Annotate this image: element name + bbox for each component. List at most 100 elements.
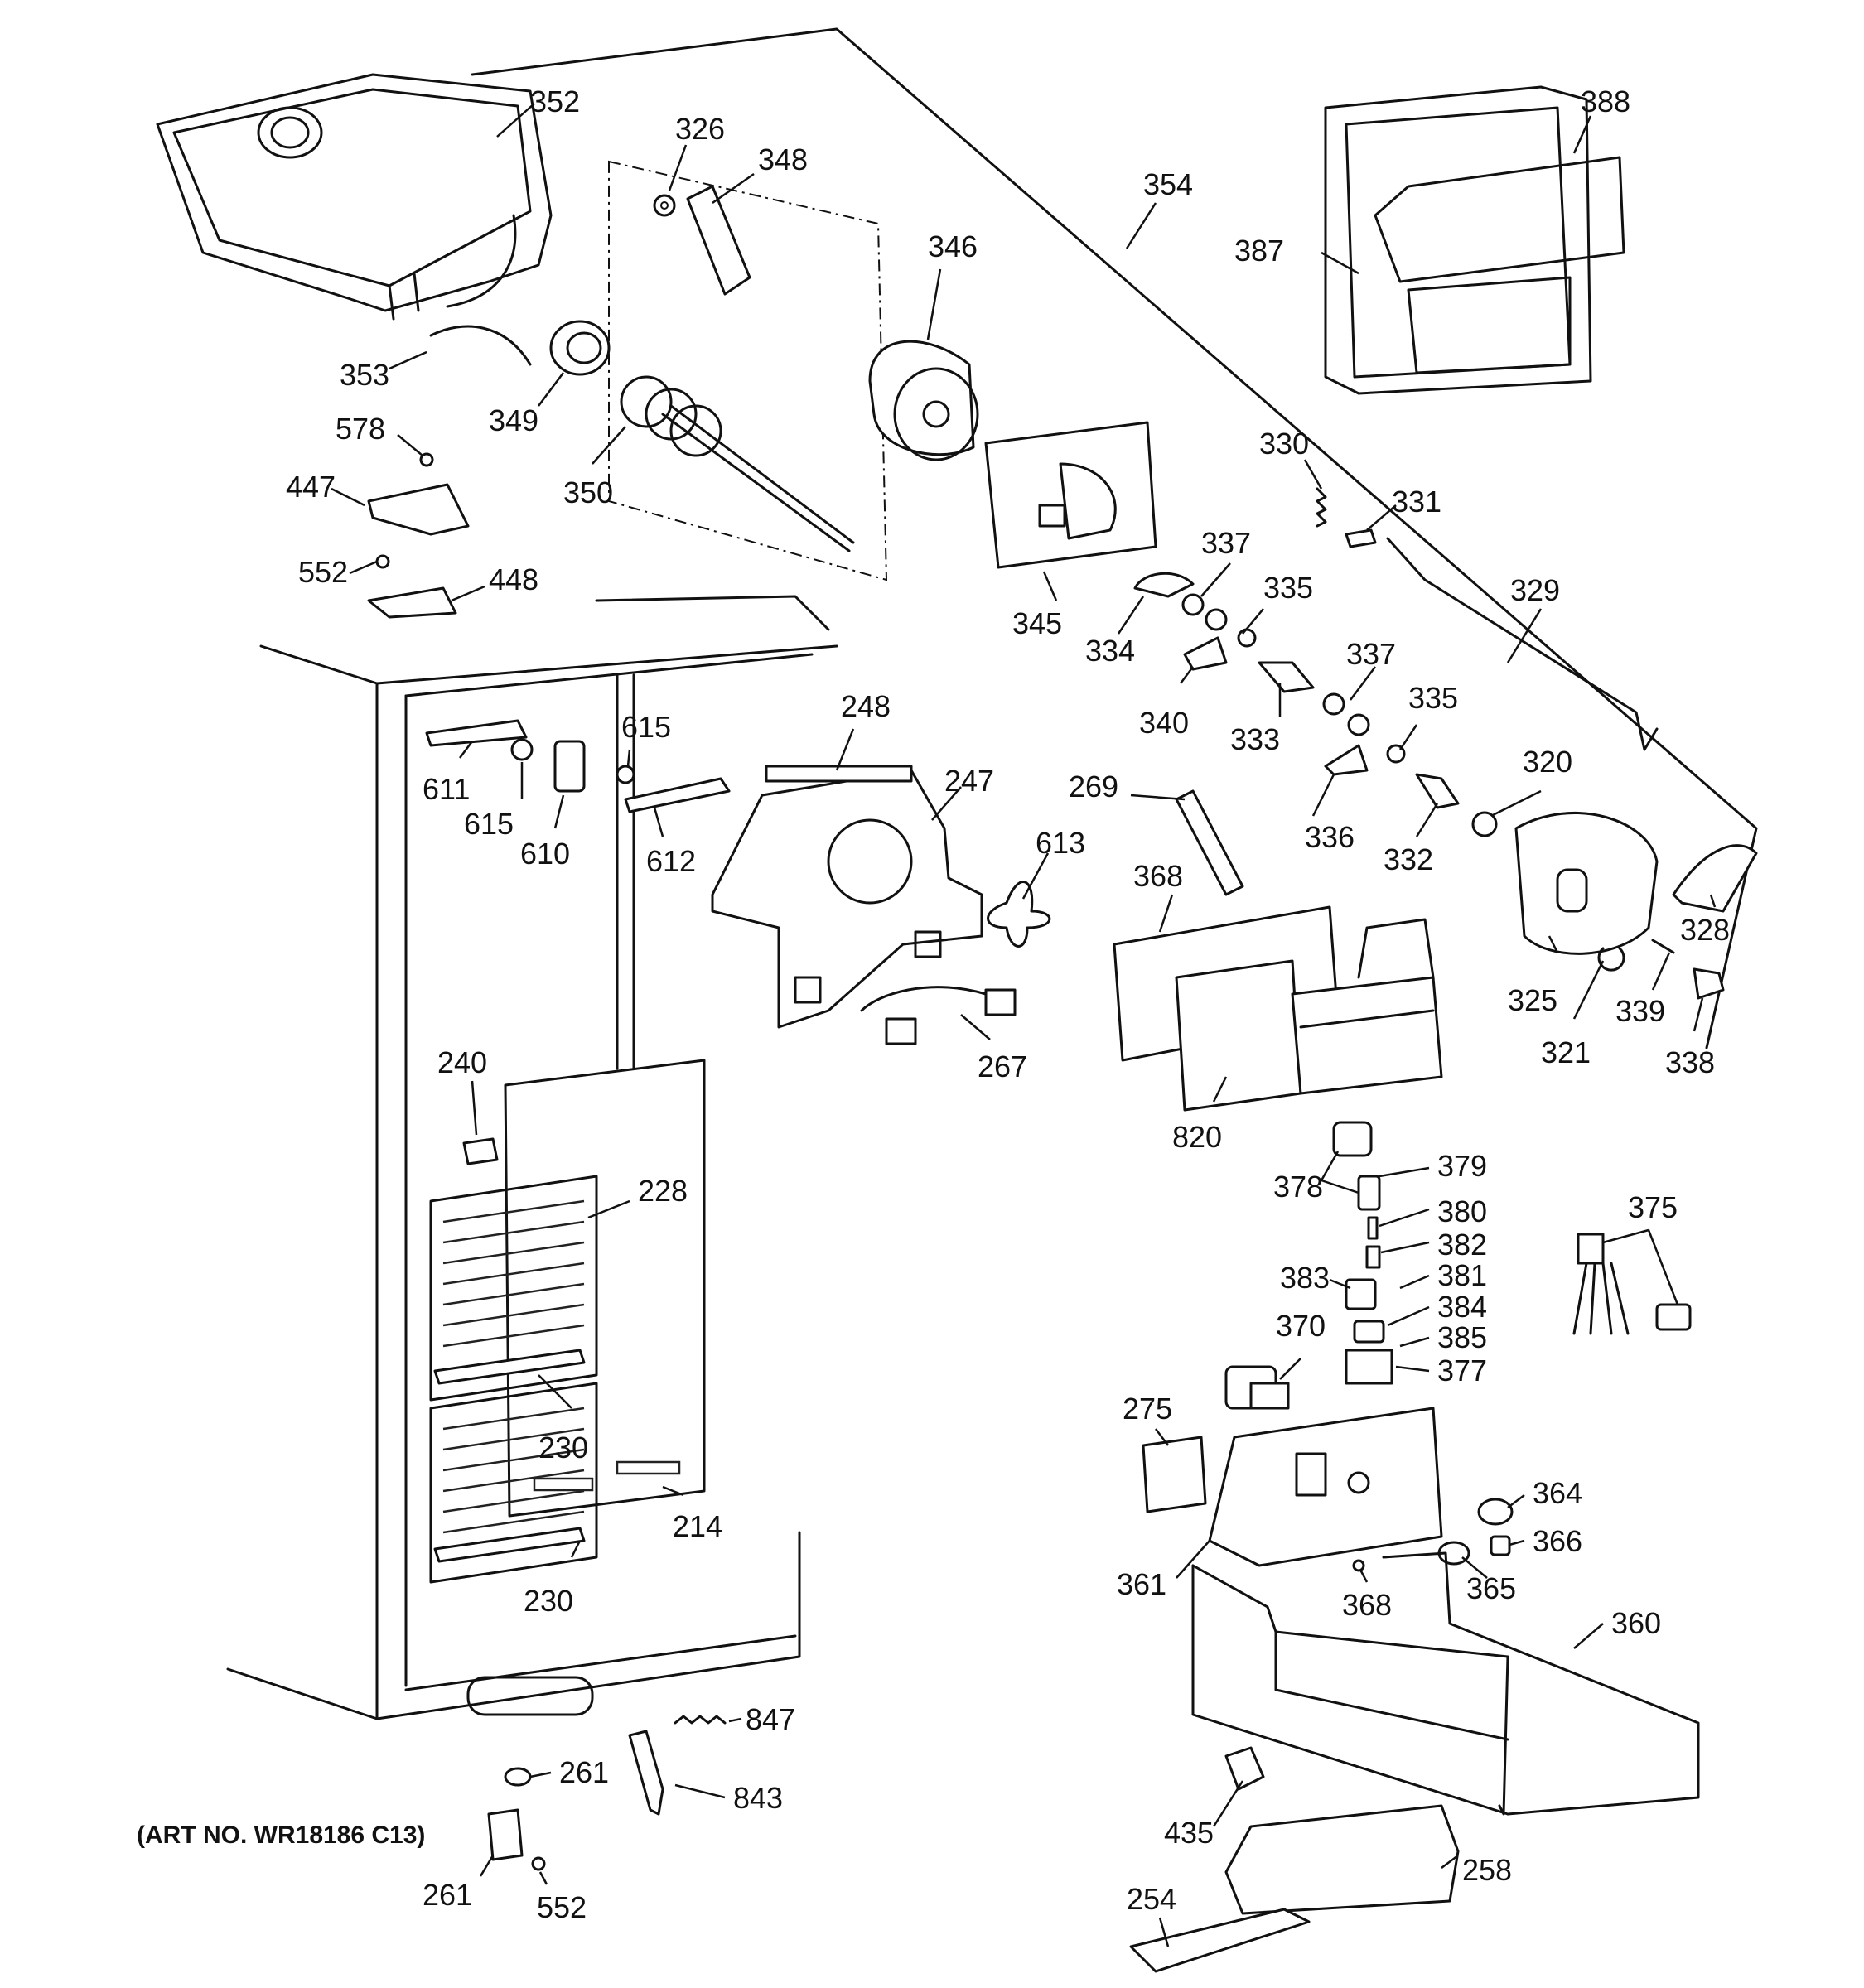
label-337-top: 337: [1201, 526, 1251, 560]
dispenser-motor-housing-part: [1514, 811, 1758, 955]
label-820: 820: [1172, 1120, 1222, 1154]
fan-blade-part: [987, 881, 1051, 948]
label-448: 448: [489, 562, 538, 596]
washer-part: [653, 194, 676, 217]
label-354: 354: [1143, 167, 1193, 201]
label-247: 247: [944, 764, 994, 798]
cover-plate-part: [1142, 1436, 1207, 1513]
label-613: 613: [1036, 826, 1085, 860]
label-843: 843: [733, 1781, 783, 1815]
label-615-bottom: 615: [464, 807, 514, 841]
label-384: 384: [1437, 1290, 1487, 1324]
label-326: 326: [675, 112, 725, 146]
label-230-top: 230: [538, 1431, 588, 1464]
solenoid-parts: [1332, 1121, 1393, 1385]
evaporator-cover-part: [504, 1059, 706, 1518]
label-370: 370: [1276, 1309, 1326, 1343]
auger-spring-part: [429, 325, 532, 366]
dispenser-bracket-part: [1208, 1407, 1443, 1567]
bracket-parts: [367, 452, 470, 619]
label-612: 612: [646, 844, 696, 878]
switch-parts: [1352, 1498, 1514, 1572]
wire-harness-part: [860, 986, 1017, 1045]
label-552-top: 552: [298, 555, 348, 589]
label-385: 385: [1437, 1320, 1487, 1354]
label-435: 435: [1164, 1816, 1214, 1850]
label-230-bottom: 230: [524, 1584, 573, 1618]
hinge-parts: [487, 1715, 727, 1871]
grille-part: [1129, 1908, 1311, 1973]
label-214: 214: [673, 1509, 722, 1543]
label-333: 333: [1230, 722, 1280, 756]
label-228: 228: [638, 1174, 688, 1208]
evaporator-coil-part: [429, 1175, 598, 1584]
evaporator-fan-housing-part: [711, 765, 983, 1029]
label-378: 378: [1273, 1170, 1323, 1204]
label-615-top: 615: [621, 710, 671, 744]
label-383: 383: [1280, 1261, 1330, 1295]
label-331: 331: [1392, 485, 1441, 519]
label-267: 267: [978, 1049, 1027, 1083]
part-number-labels: 352 326 348 346 354 388 387 353 349 350 …: [286, 84, 1730, 1924]
label-240: 240: [437, 1045, 487, 1079]
label-353: 353: [340, 358, 389, 392]
label-325: 325: [1508, 983, 1557, 1017]
freezer-cabinet-part: [226, 644, 838, 1720]
cabinet-top-outline: [471, 27, 1758, 1049]
defrost-heater-part: [433, 1349, 586, 1563]
label-381: 381: [1437, 1258, 1487, 1292]
ice-maker-part: [1113, 905, 1443, 1112]
label-348: 348: [758, 142, 808, 176]
label-248: 248: [841, 689, 891, 723]
label-382: 382: [1437, 1228, 1487, 1262]
label-329: 329: [1510, 573, 1560, 607]
crusher-blade-part: [686, 185, 751, 296]
label-328: 328: [1680, 913, 1730, 947]
auger-part: [620, 375, 855, 552]
light-socket-parts: [425, 719, 731, 813]
label-258: 258: [1462, 1853, 1512, 1887]
label-337-mid: 337: [1346, 637, 1396, 671]
label-335-top: 335: [1263, 571, 1313, 605]
label-366: 366: [1533, 1524, 1582, 1558]
dispenser-frame-part: [1191, 1551, 1700, 1816]
art-number: (ART NO. WR18186 C13): [137, 1822, 425, 1849]
label-349: 349: [489, 403, 538, 437]
label-610: 610: [520, 837, 570, 871]
label-377: 377: [1437, 1353, 1487, 1387]
linkage-parts: [1316, 487, 1659, 751]
label-379: 379: [1437, 1149, 1487, 1183]
dispenser-door-part: [1324, 85, 1625, 395]
label-261-top: 261: [559, 1755, 609, 1789]
bearing-part: [549, 320, 611, 376]
label-339: 339: [1615, 994, 1665, 1028]
lamp-socket-part: [1224, 1746, 1265, 1791]
label-350: 350: [563, 475, 613, 509]
mounting-plate-part: [984, 421, 1157, 569]
label-368-bottom: 368: [1342, 1588, 1392, 1622]
dispenser-switch-part: [1224, 1365, 1290, 1410]
label-388: 388: [1581, 84, 1630, 118]
defrost-sensor-part: [462, 1137, 499, 1165]
label-332: 332: [1384, 842, 1433, 876]
label-340: 340: [1139, 706, 1189, 740]
label-346: 346: [928, 229, 978, 263]
small-hardware-parts: [1597, 939, 1725, 1000]
label-611: 611: [423, 772, 470, 806]
label-380: 380: [1437, 1194, 1487, 1228]
label-321: 321: [1541, 1035, 1591, 1069]
label-578: 578: [336, 412, 385, 446]
label-361: 361: [1117, 1567, 1166, 1601]
label-368-top: 368: [1133, 859, 1183, 893]
label-552-bottom: 552: [537, 1890, 587, 1924]
drip-tray-part: [1224, 1804, 1460, 1915]
label-269: 269: [1069, 770, 1118, 803]
label-365: 365: [1466, 1571, 1516, 1605]
label-387: 387: [1234, 234, 1284, 268]
leader-lines: [331, 103, 1717, 1947]
cam-lever-parts: [1133, 572, 1498, 837]
fill-tube-part: [1175, 789, 1244, 896]
ice-bucket-part: [156, 73, 553, 321]
label-360: 360: [1611, 1606, 1661, 1640]
